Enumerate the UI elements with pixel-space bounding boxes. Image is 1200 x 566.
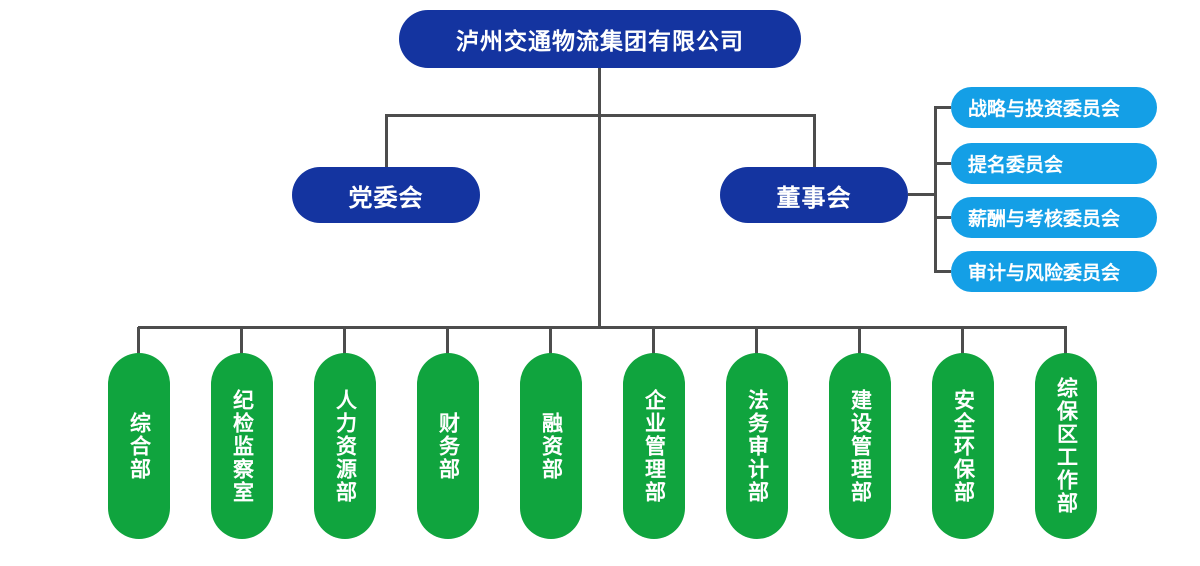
connector-dept-stub: [652, 327, 655, 354]
connector-committee-stub: [934, 216, 951, 219]
committee-node-audit-risk: 审计与风险委员会: [951, 251, 1157, 292]
connector-dept-stub: [858, 327, 861, 354]
org-node-party-committee: 党委会: [292, 167, 480, 223]
department-label: 综合部: [127, 411, 151, 481]
department-label: 企业管理部: [642, 388, 666, 504]
connector-departments-rail: [138, 326, 1067, 329]
connector-dept-stub: [446, 327, 449, 354]
department-label: 人力资源部: [333, 388, 357, 504]
committee-node-strategy-investment: 战略与投资委员会: [951, 87, 1157, 128]
department-label: 建设管理部: [848, 388, 872, 504]
connector-center-trunk: [598, 114, 601, 329]
org-node-group-title: 泸州交通物流集团有限公司: [399, 10, 801, 68]
connector-party-stub: [385, 114, 388, 168]
department-node-construction-management: 建设管理部: [829, 353, 891, 539]
department-label: 融资部: [539, 411, 563, 481]
department-node-legal-audit: 法务审计部: [726, 353, 788, 539]
department-label: 财务部: [436, 411, 460, 481]
department-node-safety-environment: 安全环保部: [932, 353, 994, 539]
connector-dept-stub: [1064, 327, 1067, 354]
connector-board-stub: [813, 114, 816, 168]
department-node-finance: 财务部: [417, 353, 479, 539]
connector-committee-stub: [934, 106, 951, 109]
connector-dept-stub: [755, 327, 758, 354]
connector-committee-trunk: [934, 107, 937, 273]
department-node-bonded-zone: 综保区工作部: [1035, 353, 1097, 539]
department-node-enterprise-management: 企业管理部: [623, 353, 685, 539]
connector-committee-stub: [934, 270, 951, 273]
connector-dept-stub: [240, 327, 243, 354]
department-node-general: 综合部: [108, 353, 170, 539]
department-label: 纪检监察室: [230, 388, 254, 504]
department-label: 法务审计部: [745, 388, 769, 504]
connector-dept-stub: [343, 327, 346, 354]
department-label: 安全环保部: [951, 388, 975, 504]
connector-dept-stub: [961, 327, 964, 354]
department-node-discipline-inspection: 纪检监察室: [211, 353, 273, 539]
department-node-human-resources: 人力资源部: [314, 353, 376, 539]
committee-node-nomination: 提名委员会: [951, 143, 1157, 184]
connector-dept-stub: [549, 327, 552, 354]
committee-node-remuneration-assessment: 薪酬与考核委员会: [951, 197, 1157, 238]
connector-root-down: [598, 67, 601, 116]
connector-dept-stub: [137, 327, 140, 354]
department-label: 综保区工作部: [1054, 377, 1078, 515]
org-node-board-of-directors: 董事会: [720, 167, 908, 223]
department-node-financing: 融资部: [520, 353, 582, 539]
connector-committee-stub: [934, 162, 951, 165]
connector-board-right: [908, 193, 935, 196]
